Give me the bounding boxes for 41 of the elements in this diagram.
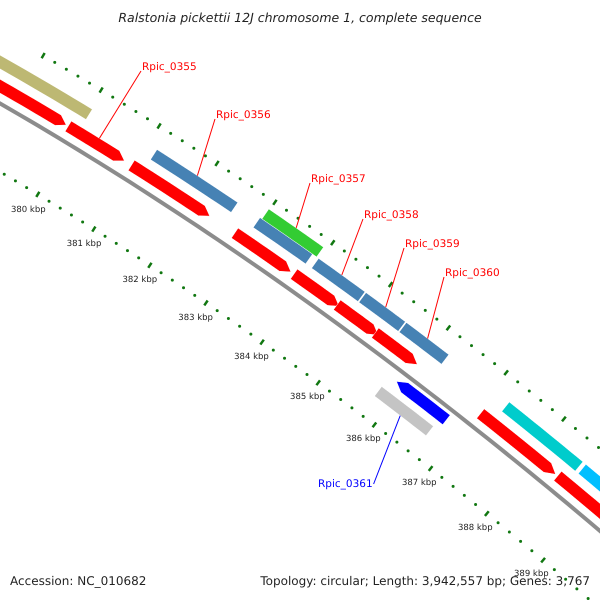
scale-label: 384 kbp (234, 352, 269, 362)
gene-feature (476, 408, 556, 475)
gene-bar (262, 208, 324, 258)
gene-bar (150, 149, 238, 213)
scale-label: 385 kbp (290, 392, 325, 402)
gene-label: Rpic_0357 (311, 173, 366, 185)
leader-line (373, 415, 401, 484)
gene-label: Rpic_0358 (364, 209, 419, 221)
leader-line (341, 218, 364, 276)
gene-feature (231, 228, 292, 272)
leader-line (296, 182, 310, 228)
leader-line (196, 118, 216, 176)
scale-label: 381 kbp (66, 239, 102, 250)
gene-bar (398, 322, 450, 364)
gene-bar (502, 402, 584, 472)
gene-feature (128, 160, 210, 216)
gene-bar (311, 258, 366, 302)
gene-feature (333, 300, 378, 336)
gene-feature (64, 120, 125, 162)
leader-line (98, 70, 142, 139)
scale-label: 383 kbp (178, 312, 213, 323)
gene-bar (252, 217, 313, 264)
scale-label: 382 kbp (122, 275, 158, 286)
gene-label: Rpic_0355 (142, 61, 197, 73)
scale-label: 386 kbp (346, 434, 381, 444)
scale-label: 387 kbp (402, 478, 437, 488)
gene-feature (396, 381, 450, 425)
gene-label: Rpic_0360 (445, 267, 500, 279)
gene-label: Rpic_0361 (318, 478, 373, 490)
gene-feature (290, 268, 340, 307)
leader-line (427, 276, 444, 339)
scale-label: 380 kbp (10, 204, 46, 215)
gene-bar (374, 386, 434, 436)
gene-label: Rpic_0356 (216, 109, 271, 121)
gene-feature (371, 328, 418, 365)
scale-label: 388 kbp (458, 522, 493, 533)
accession-text: Accession: NC_010682 (10, 574, 146, 588)
gene-label: Rpic_0359 (405, 238, 460, 250)
gene-bar (358, 292, 406, 332)
leader-line (385, 248, 404, 308)
title: Ralstonia pickettii 12J chromosome 1, complete sequence (117, 10, 483, 25)
